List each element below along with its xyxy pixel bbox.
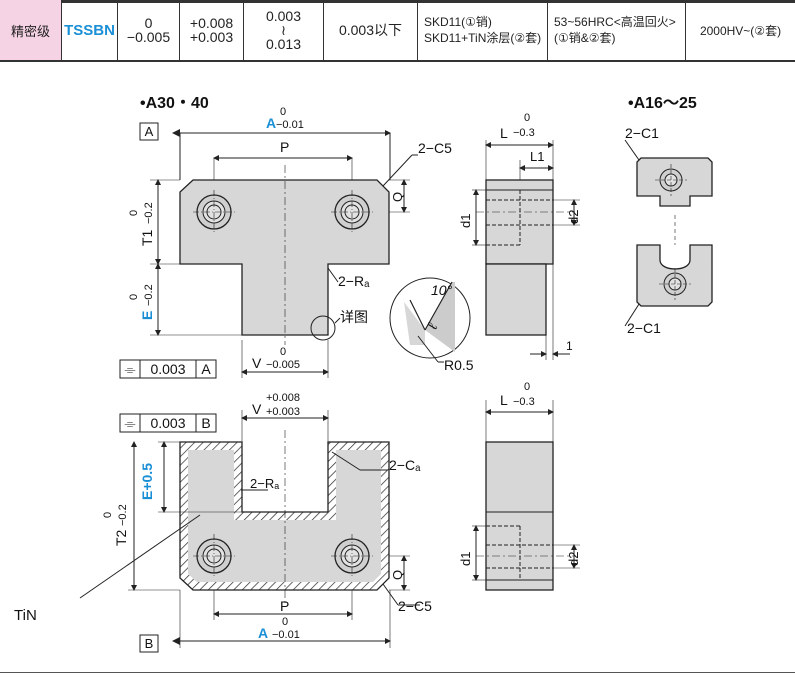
top-side-view: L 0 −0.3 L1 d1 d2 1 (458, 112, 581, 360)
title-small: •A16～25 (628, 95, 697, 112)
grade-label: 精密级 (10, 23, 50, 39)
ra-label-bottom: 2−Rₐ (250, 476, 279, 491)
flatness-datum-b: B (201, 415, 210, 431)
code-label: TSSBN (64, 21, 115, 39)
dim-t1-label: T1 (139, 229, 155, 246)
dim-l-tol-bottom: −0.3 (513, 127, 535, 139)
tol-top: 0 (144, 15, 153, 31)
flatness-symbol-b: ⌯ (124, 415, 135, 431)
flatness-symbol-a: ⌯ (124, 361, 135, 377)
bottom-side-view: L 0 −0.3 d1 d2 (458, 381, 581, 591)
tolerance-cell: 0−0.005 (118, 0, 180, 60)
dim-d2-bottom: d2 (566, 552, 581, 566)
dim-p-label: P (280, 139, 289, 155)
dim-l-tol-top: 0 (524, 112, 530, 124)
tol2-bottom: +0.003 (189, 29, 234, 45)
dim-v2-tol-top: +0.008 (266, 392, 300, 404)
tol-bottom: −0.005 (126, 29, 171, 45)
c1-label-bottom: 2−C1 (627, 320, 661, 336)
datum-b-label: B (145, 636, 154, 651)
flatness-value-b: 0.003 (150, 415, 185, 431)
dim-a-tol-bottom: −0.01 (276, 119, 304, 131)
dim-t2-label: T2 (113, 529, 129, 546)
c1-label-top: 2−C1 (625, 125, 659, 141)
range-top: 0.003 (265, 8, 302, 24)
dim-a-bottom-label: A (258, 625, 268, 641)
detail-label: 详图 (340, 309, 368, 325)
code-cell: TSSBN (62, 0, 118, 60)
range-cell: 0.003≀0.013 (244, 0, 324, 60)
material-1: SKD11(①销) (424, 15, 492, 29)
tol2-top: +0.008 (189, 15, 234, 31)
dim-a-tol-top: 0 (280, 106, 286, 118)
ca-label: 2−Cₐ (389, 457, 421, 473)
dim-v2-tol-bottom: +0.003 (266, 406, 300, 418)
material-2: SKD11+TiN涂层(②套) (424, 31, 542, 45)
flatness-frame-a (119, 359, 217, 379)
dim-l1-label: L1 (530, 149, 544, 164)
c5-label-bottom: 2−C5 (398, 598, 432, 614)
range-bottom: 0.013 (265, 36, 302, 52)
ra-label-top: 2−Rₐ (338, 273, 370, 289)
dim-e-plus-label: E+0.5 (139, 463, 155, 500)
dim-d1-top: d1 (458, 214, 473, 228)
dim-d1-bottom: d1 (458, 552, 473, 566)
dim-v-tol-bottom: −0.005 (266, 359, 300, 371)
tin-label: TiN (14, 607, 37, 624)
datum-a-label: A (145, 124, 154, 139)
flatness-value-a: 0.003 (150, 361, 185, 377)
material-cell: SKD11(①销) SKD11+TiN涂层(②套) (418, 0, 548, 60)
dim-e-tol-top: 0 (128, 294, 140, 300)
range-mid: ≀ (280, 22, 287, 38)
detail-circle (389, 277, 471, 359)
title-main: •A30・40 (140, 95, 209, 112)
hardness-cell: 53~56HRC<高温回火> (①销&②套) (548, 0, 686, 60)
datum-a-box (139, 122, 159, 141)
table-top-rule (0, 0, 795, 3)
hardness-1: 53~56HRC<高温回火> (554, 15, 676, 29)
dim-v-tol-top: 0 (280, 346, 286, 358)
spec-table: 精密级 TSSBN 0−0.005 +0.008+0.003 0.003≀0.0… (0, 0, 795, 62)
dim-l-bottom-tol-bottom: −0.3 (513, 396, 535, 408)
dim-e-tol-bottom: −0.2 (143, 284, 155, 306)
hardness-2: (①销&②套) (554, 31, 616, 45)
dim-q-top: Q (390, 192, 405, 202)
bottom-rule (0, 672, 795, 673)
datum-b-box (139, 634, 159, 653)
flatness-frame-b (119, 413, 217, 433)
r05-label: R0.5 (444, 357, 474, 373)
dim-a-bottom-tol-bottom: −0.01 (272, 629, 300, 641)
dim-a-bottom-tol-top: 0 (282, 616, 288, 628)
grade-cell: 精密级 (0, 0, 62, 60)
dim-p-bottom: P (280, 598, 289, 614)
surface-value: 2000HV~(②套) (699, 23, 782, 38)
dim-one-label: 1 (566, 339, 573, 353)
dim-v-label: V (252, 355, 262, 371)
detail-angle: 10° (431, 282, 453, 298)
dim-q-bottom: Q (390, 570, 405, 580)
c5-label-top: 2−C5 (418, 140, 452, 156)
table-bottom-rule (0, 60, 795, 62)
dim-l-bottom-tol-top: 0 (524, 381, 530, 393)
dim-a-label: A (266, 115, 276, 131)
dim-t1-tol-bottom: −0.2 (143, 202, 155, 224)
tolerance2-cell: +0.008+0.003 (180, 0, 244, 60)
dim-e-label: E (139, 311, 155, 320)
surface-cell: 2000HV~(②套) (686, 0, 795, 60)
flatness-value: 0.003以下 (338, 22, 403, 38)
detail-l: ℓ (423, 321, 440, 332)
flatness-datum-a: A (201, 361, 211, 377)
small-views: 2−C1 2−C1 (624, 125, 713, 336)
dim-l-top: L (500, 125, 508, 141)
dim-d2-top: d2 (566, 210, 581, 224)
dim-v2-label: V (252, 401, 262, 417)
top-plan-view: A A 0 −0.01 P 2−C5 Q T1 0 (119, 106, 474, 379)
dim-t2-tol-top: 0 (102, 512, 114, 518)
flatness-cell: 0.003以下 (324, 0, 418, 60)
dim-t2-tol-bottom: −0.2 (117, 504, 129, 526)
dim-t1-tol-top: 0 (128, 210, 140, 216)
bottom-plan-view: ⌯ 0.003 B V +0.008 +0.003 2−Rₐ 2−Cₐ E+0.… (14, 392, 432, 653)
dim-l-bottom: L (500, 392, 508, 408)
